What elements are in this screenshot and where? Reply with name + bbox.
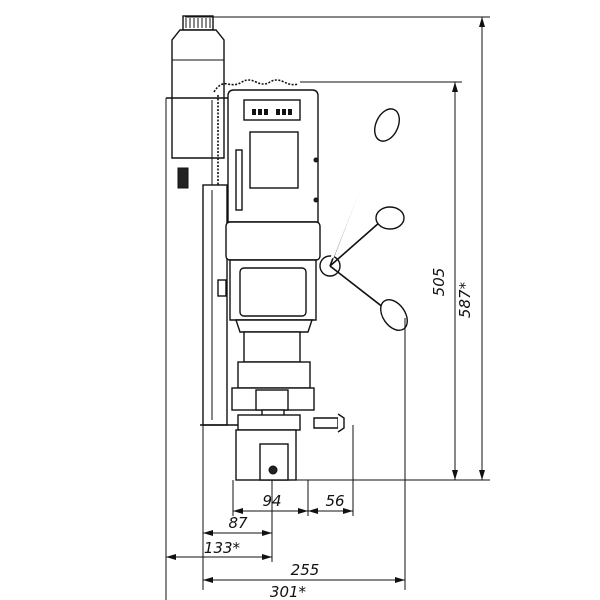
magnetic-base [235, 429, 297, 481]
spindle [231, 331, 345, 445]
dim-body-height: 505 [430, 268, 448, 297]
dim-base-rear: 56 [325, 492, 344, 510]
motor-housing [227, 89, 319, 223]
dim-column-to-spindle: 87 [228, 514, 248, 532]
dim-overall-height: 587* [456, 281, 474, 318]
dim-overall-depth: 301* [270, 583, 307, 600]
dim-depth: 255 [291, 561, 320, 579]
extension-lines [165, 16, 490, 600]
coolant-bottle [166, 15, 232, 189]
gearbox [217, 221, 321, 333]
dim-base-front: 94 [262, 492, 281, 510]
dimension-lines [166, 17, 485, 583]
feed-handles[interactable] [319, 105, 413, 335]
dim-bottle-to-spindle: 133* [204, 539, 241, 557]
column [200, 184, 240, 426]
